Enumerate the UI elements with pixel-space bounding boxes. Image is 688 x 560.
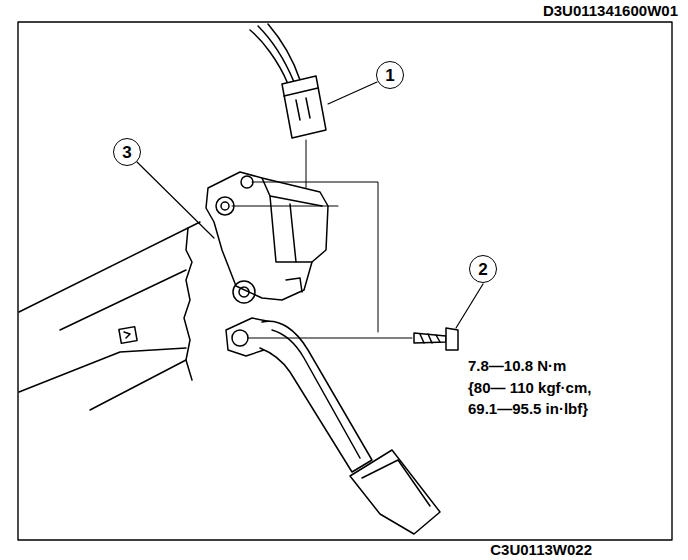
torque-spec: 7.8—10.8 N·m [468, 357, 566, 374]
callout-circle: 3 [113, 138, 141, 166]
callout-number: 3 [122, 144, 131, 161]
figure-code: C3U0113W022 [490, 541, 592, 558]
callout-circle: 2 [469, 255, 497, 283]
torque-spec: {80— 110 kgf·cm, [468, 379, 591, 396]
callout-number: 2 [478, 261, 487, 278]
torque-spec: 69.1—95.5 in·lbf} [468, 400, 588, 417]
figure-code: D3U011341600W01 [543, 2, 678, 19]
callout-circle: 1 [376, 61, 404, 89]
callout-number: 1 [385, 67, 394, 84]
